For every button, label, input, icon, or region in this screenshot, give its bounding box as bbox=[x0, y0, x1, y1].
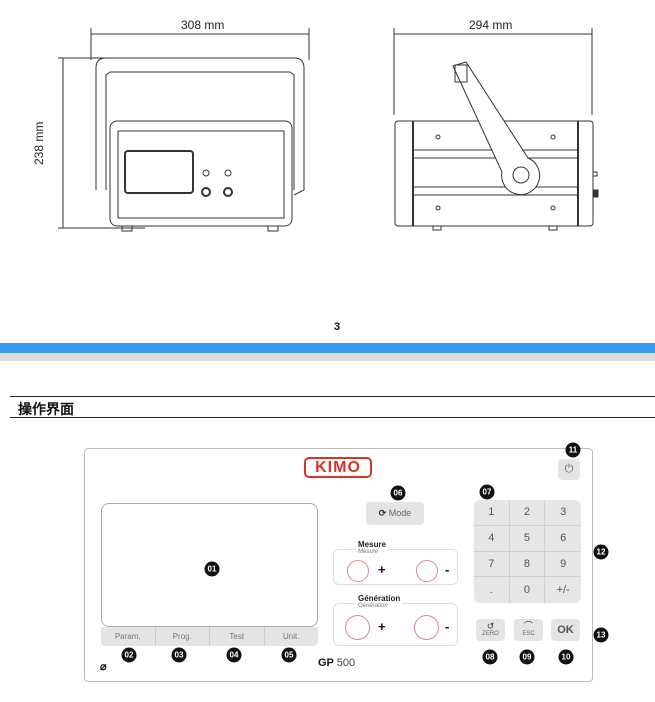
refresh-icon: ⟳ bbox=[378, 508, 387, 518]
key-1[interactable]: 1 bbox=[474, 500, 510, 526]
numeric-keypad: 1 2 3 4 5 6 7 8 9 . 0 +/- bbox=[474, 500, 581, 603]
undo-icon: ↺ bbox=[486, 621, 495, 631]
generation-minus-button[interactable] bbox=[414, 615, 439, 640]
key-4-left[interactable]: 4 bbox=[474, 525, 510, 552]
key-3[interactable]: 3 bbox=[545, 500, 581, 526]
key-6-right[interactable]: 6 bbox=[545, 526, 581, 552]
back-arc-icon: ⌒ bbox=[523, 621, 533, 631]
badge-12: 12 bbox=[593, 544, 609, 560]
key-0[interactable]: 0 bbox=[510, 577, 546, 603]
mesure-plus-button[interactable] bbox=[347, 560, 369, 582]
key-8-down[interactable]: 8 bbox=[509, 551, 546, 578]
tab-prog[interactable]: Prog. bbox=[156, 627, 210, 646]
control-panel bbox=[84, 448, 593, 682]
plus-label: + bbox=[378, 619, 386, 634]
front-width-label: 308 mm bbox=[181, 18, 225, 32]
key-dot[interactable]: . bbox=[474, 577, 510, 603]
zero-button[interactable]: ↺ZERO bbox=[476, 619, 505, 641]
esc-label: ESC bbox=[522, 631, 535, 637]
model-name: GP 500 bbox=[318, 657, 356, 669]
section-title: 操作界面 bbox=[18, 402, 74, 418]
divider bbox=[10, 396, 655, 397]
mode-button[interactable]: ⟳ Mode bbox=[366, 502, 424, 525]
power-icon: ⏻ bbox=[564, 463, 574, 475]
minus-label: - bbox=[445, 619, 450, 634]
page-number: 3 bbox=[334, 321, 341, 333]
badge-04: 04 bbox=[226, 647, 242, 663]
badge-11: 11 bbox=[565, 442, 581, 458]
key-2-up[interactable]: 2 bbox=[509, 500, 546, 526]
badge-06: 06 bbox=[390, 485, 406, 501]
function-tabs: Param. Prog. Test Unit. bbox=[101, 627, 318, 646]
badge-10: 10 bbox=[558, 649, 574, 665]
zero-label: ZERO bbox=[482, 631, 499, 637]
kimo-logo: KIMO bbox=[304, 457, 372, 478]
minus-label: - bbox=[445, 562, 450, 577]
header-band-gray bbox=[0, 353, 655, 361]
key-5[interactable]: 5 bbox=[509, 525, 546, 552]
esc-button[interactable]: ⌒ESC bbox=[514, 619, 543, 641]
key-9[interactable]: 9 bbox=[545, 552, 581, 578]
mesure-minus-button[interactable] bbox=[416, 560, 438, 582]
key-plus-minus[interactable]: +/- bbox=[556, 584, 570, 597]
badge-13: 13 bbox=[593, 627, 609, 643]
tab-unit[interactable]: Unit. bbox=[283, 632, 300, 641]
tab-test[interactable]: Test bbox=[210, 627, 265, 646]
badge-09: 09 bbox=[519, 649, 535, 665]
mesure-group bbox=[333, 549, 458, 585]
ok-button[interactable]: OK bbox=[551, 619, 580, 641]
badge-02: 02 bbox=[121, 647, 137, 663]
front-height-label: 238 mm bbox=[32, 121, 46, 165]
badge-01: 01 bbox=[204, 561, 220, 577]
no-charge-icon: ⌀ bbox=[100, 661, 107, 673]
divider bbox=[10, 417, 655, 418]
technical-drawings bbox=[58, 28, 599, 232]
badge-05: 05 bbox=[281, 647, 297, 663]
side-width-label: 294 mm bbox=[469, 18, 513, 32]
power-button[interactable]: ⏻ bbox=[558, 459, 580, 480]
badge-07: 07 bbox=[479, 484, 495, 500]
badge-08: 08 bbox=[482, 649, 498, 665]
badge-03: 03 bbox=[171, 647, 187, 663]
plus-label: + bbox=[378, 562, 386, 577]
key-7[interactable]: 7 bbox=[474, 551, 510, 578]
tab-param[interactable]: Param. bbox=[101, 627, 156, 646]
generation-plus-button[interactable] bbox=[345, 615, 370, 640]
mode-label: Mode bbox=[388, 508, 412, 518]
header-band bbox=[0, 343, 655, 353]
